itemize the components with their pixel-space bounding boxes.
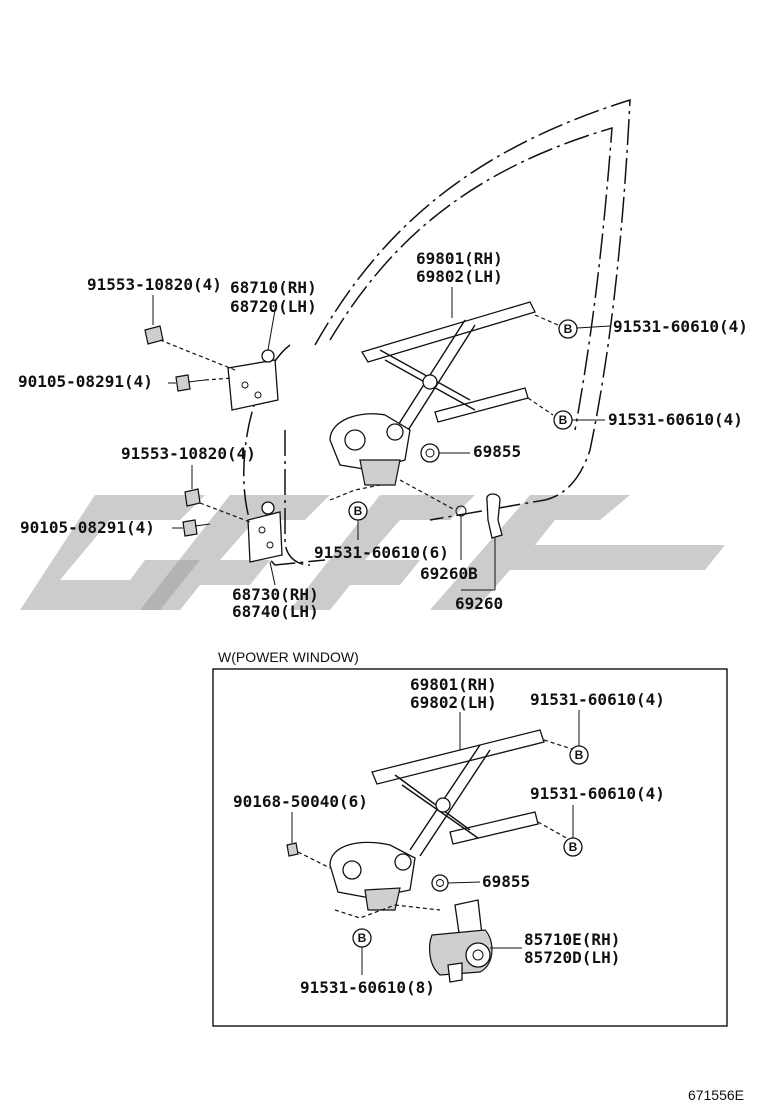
label-pw-90168: 90168-50040(6) <box>233 792 368 811</box>
label-pw-85720: 85720D(LH) <box>524 948 620 967</box>
label-pw-91531-c: 91531-60610(8) <box>300 978 435 997</box>
crank-handle-69260 <box>455 493 503 591</box>
bubble-b-2: B <box>553 410 605 430</box>
svg-text:B: B <box>564 322 573 336</box>
label-91531-top2: 91531-60610(4) <box>608 410 743 429</box>
bubble-b-1: B <box>558 319 611 339</box>
bolt-91553-top <box>144 295 236 371</box>
label-pw-91531-b: 91531-60610(4) <box>530 784 665 803</box>
label-69855-top: 69855 <box>473 442 521 461</box>
diagram-code: 671556E <box>688 1087 744 1103</box>
hinge-68730 <box>247 501 283 586</box>
label-69801-top: 69801(RH) <box>416 249 503 268</box>
bolt-leaders-upper <box>329 314 559 511</box>
window-regulator-power <box>329 729 545 911</box>
label-pw-85710: 85710E(RH) <box>524 930 620 949</box>
label-pw-69855: 69855 <box>482 872 530 891</box>
power-window-title: W(POWER WINDOW) <box>218 649 359 665</box>
svg-text:B: B <box>569 840 578 854</box>
bubble-b-6: B <box>352 928 372 975</box>
label-91531-mid: 91531-60610(6) <box>314 543 449 562</box>
nut-69855-power <box>431 874 481 892</box>
label-69802-top: 69802(LH) <box>416 267 503 286</box>
label-pw-69802: 69802(LH) <box>410 693 497 712</box>
svg-text:B: B <box>354 504 363 518</box>
bolt-91553-mid <box>184 465 251 523</box>
label-69260: 69260 <box>455 594 503 613</box>
label-91553-mid: 91553-10820(4) <box>121 444 256 463</box>
label-68710: 68710(RH) <box>230 278 317 297</box>
bolt-90105-mid <box>172 519 211 537</box>
bolt-90105-top <box>168 374 233 392</box>
label-91531-top1: 91531-60610(4) <box>613 317 748 336</box>
bubble-b-4: B <box>569 710 589 765</box>
svg-text:B: B <box>559 413 568 427</box>
hinge-68710 <box>227 309 279 411</box>
bubble-b-5: B <box>563 805 583 857</box>
bolt-90168 <box>286 812 331 869</box>
label-69260b: 69260B <box>420 564 478 583</box>
window-regulator-upper <box>329 301 536 486</box>
label-91553-top: 91553-10820(4) <box>87 275 222 294</box>
label-pw-69801: 69801(RH) <box>410 675 497 694</box>
label-90105-mid: 90105-08291(4) <box>20 518 155 537</box>
nut-69855-upper <box>420 443 470 463</box>
svg-text:B: B <box>575 748 584 762</box>
watermark-logo <box>20 495 725 610</box>
label-68720: 68720(LH) <box>230 297 317 316</box>
bolt-leaders-power <box>334 739 576 919</box>
regulator-motor <box>429 899 522 983</box>
label-68740: 68740(LH) <box>232 602 319 621</box>
label-pw-91531-a: 91531-60610(4) <box>530 690 665 709</box>
bubble-b-3: B <box>348 501 368 540</box>
power-window-frame <box>212 668 728 1027</box>
svg-text:B: B <box>358 931 367 945</box>
label-68730: 68730(RH) <box>232 585 319 604</box>
label-90105-top: 90105-08291(4) <box>18 372 153 391</box>
